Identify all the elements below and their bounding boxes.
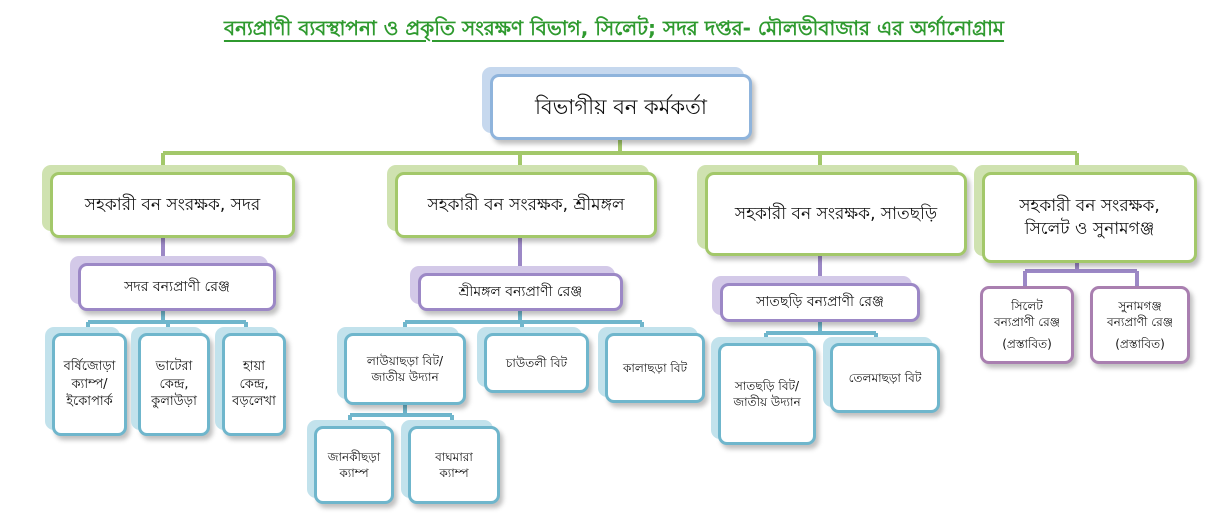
node-label: চাউতলী বিট [505,355,568,370]
range-sadar-box: সদর বন্যপ্রাণী রেঞ্জ [78,263,276,311]
node-label: বর্ষিজোড়া ক্যাম্প/ ইকোপার্ক [63,359,116,410]
unit-lawachara-box: লাউয়াছড়া বিট/ জাতীয় উদ্যান [344,333,466,405]
node-label: সাতছড়ি বিট/ জাতীয় উদ্যান [733,378,801,409]
acf-sylhet-sunamganj-box: সহকারী বন সংরক্ষক, সিলেট ও সুনামগঞ্জ [982,172,1197,263]
range-sreemangal-box: শ্রীমঙ্গল বন্যপ্রাণী রেঞ্জ [418,273,623,311]
node-label: সদর বন্যপ্রাণী রেঞ্জ [124,278,230,295]
node-label: শ্রীমঙ্গল বন্যপ্রাণী রেঞ্জ [458,283,583,300]
divisional-forest-officer-box: বিভাগীয় বন কর্মকর্তা [490,74,752,140]
node-label: সহকারী বন সংরক্ষক, সাতছড়ি [734,203,938,224]
node-label: জানকীছড়া ক্যাম্প [327,449,381,480]
acf-sreemangal-box: সহকারী বন সংরক্ষক, শ্রীমঙ্গল [395,172,657,238]
node-label: সহকারী বন সংরক্ষক, শ্রীমঙ্গল [427,194,625,215]
unit-vatera-box: ভাটেরা কেন্দ্র, কুলাউড়া [138,333,210,436]
unit-chautali-box: চাউতলী বিট [484,333,589,393]
node-label: বাঘমারা ক্যাম্প [435,449,473,480]
range-sunamganj-proposed-box: সুনামগঞ্জ বন্যপ্রাণী রেঞ্জ (প্রস্তাবিত) [1090,286,1190,364]
proposed-label: (প্রস্তাবিত) [1115,337,1165,352]
node-label: ভাটেরা কেন্দ্র, কুলাউড়া [151,359,197,410]
node-label: তেলমাছড়া বিট [848,370,922,385]
node-label: লাউয়াছড়া বিট/ জাতীয় উদ্যান [366,353,444,384]
page-title: বন্যপ্রাণী ব্যবস্থাপনা ও প্রকৃতি সংরক্ষণ… [223,16,1005,40]
unit-satchari-beat-box: সাতছড়ি বিট/ জাতীয় উদ্যান [718,343,816,445]
node-label: সুনামগঞ্জ বন্যপ্রাণী রেঞ্জ [1107,298,1173,329]
proposed-label: (প্রস্তাবিত) [1002,337,1052,352]
node-label: সাতছড়ি বন্যপ্রাণী রেঞ্জ [756,294,884,311]
unit-telmachara-box: তেলমাছড়া বিট [830,343,940,413]
acf-sadar-box: সহকারী বন সংরক্ষক, সদর [50,172,295,238]
unit-barshijora-box: বর্ষিজোড়া ক্যাম্প/ ইকোপার্ক [52,333,127,436]
acf-satchari-box: সহকারী বন সংরক্ষক, সাতছড়ি [705,172,967,256]
node-label: বিভাগীয় বন কর্মকর্তা [534,94,708,119]
node-label: সহকারী বন সংরক্ষক, সিলেট ও সুনামগঞ্জ [1019,195,1160,239]
node-label: কালাছড়া বিট [622,360,688,375]
range-sylhet-proposed-box: সিলেট বন্যপ্রাণী রেঞ্জ (প্রস্তাবিত) [980,286,1074,364]
node-label: সিলেট বন্যপ্রাণী রেঞ্জ [994,298,1060,329]
unit-kalachara-box: কালাছড়া বিট [605,333,705,403]
unit-baghmara-box: বাঘমারা ক্যাম্প [408,426,500,504]
unit-janakichara-box: জানকীছড়া ক্যাম্প [314,426,394,504]
node-label: হায়া কেন্দ্র, বড়লেখা [232,359,276,410]
node-label: সহকারী বন সংরক্ষক, সদর [84,194,261,215]
range-satchari-box: সাতছড়ি বন্যপ্রাণী রেঞ্জ [720,283,920,322]
unit-hayla-box: হায়া কেন্দ্র, বড়লেখা [222,333,286,436]
